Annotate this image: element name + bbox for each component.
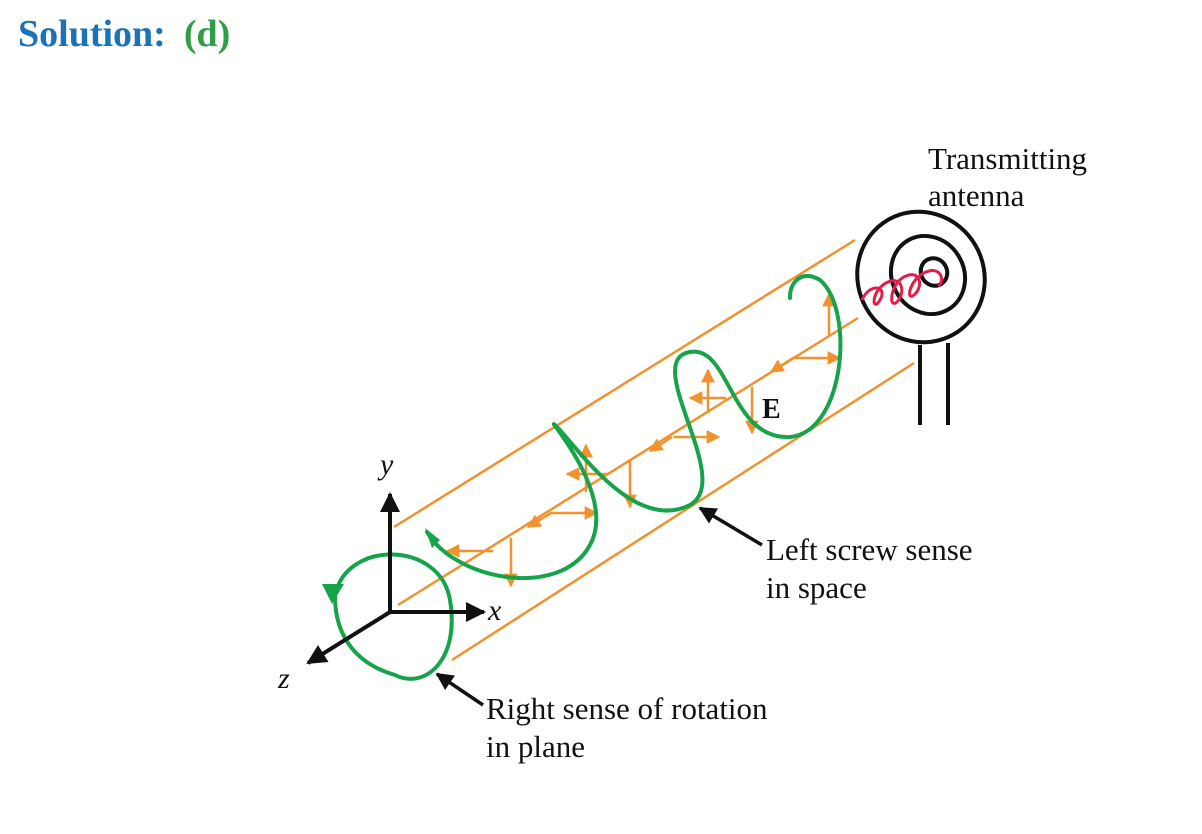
transmitting-antenna — [855, 209, 987, 425]
upper-guide-line — [393, 238, 856, 529]
rotation-loop — [333, 552, 454, 681]
e-vector-2b — [526, 511, 552, 529]
left-screw-pointer — [698, 506, 763, 547]
source-coil — [860, 269, 943, 306]
left-screw-helix — [425, 273, 843, 581]
right-rotation-label-line2: in plane — [486, 729, 585, 764]
solution-label: Solution: — [18, 13, 166, 55]
helix-start-arrowhead — [425, 528, 440, 548]
e-vector-8b — [769, 356, 794, 374]
antenna-ring-middle — [888, 233, 968, 317]
solution-answer: (d) — [183, 13, 231, 55]
z-axis — [306, 610, 392, 665]
e-field-vectors — [445, 292, 842, 588]
e-vector-5b — [648, 435, 673, 453]
z-axis-label: z — [277, 662, 290, 695]
antenna-ring-outer — [855, 209, 987, 345]
x-axis-label: x — [487, 594, 502, 627]
antenna-ring-inner — [918, 256, 950, 288]
coordinate-axes — [306, 492, 486, 665]
solution-heading: Solution: (d) — [18, 12, 230, 56]
right-rotation-pointer — [435, 672, 484, 707]
left-screw-label-line1: Left screw sense — [766, 532, 973, 567]
lower-guide-line — [451, 361, 915, 662]
antenna-label-line2: antenna — [928, 178, 1025, 213]
field-vector-label: E — [762, 394, 781, 425]
left-screw-label-line2: in space — [766, 570, 867, 605]
y-axis-label: y — [377, 448, 394, 481]
right-rotation-label-line1: Right sense of rotation — [486, 691, 768, 726]
rotation-loop-arrowhead — [322, 584, 344, 604]
antenna-label-line1: Transmitting — [928, 141, 1087, 176]
